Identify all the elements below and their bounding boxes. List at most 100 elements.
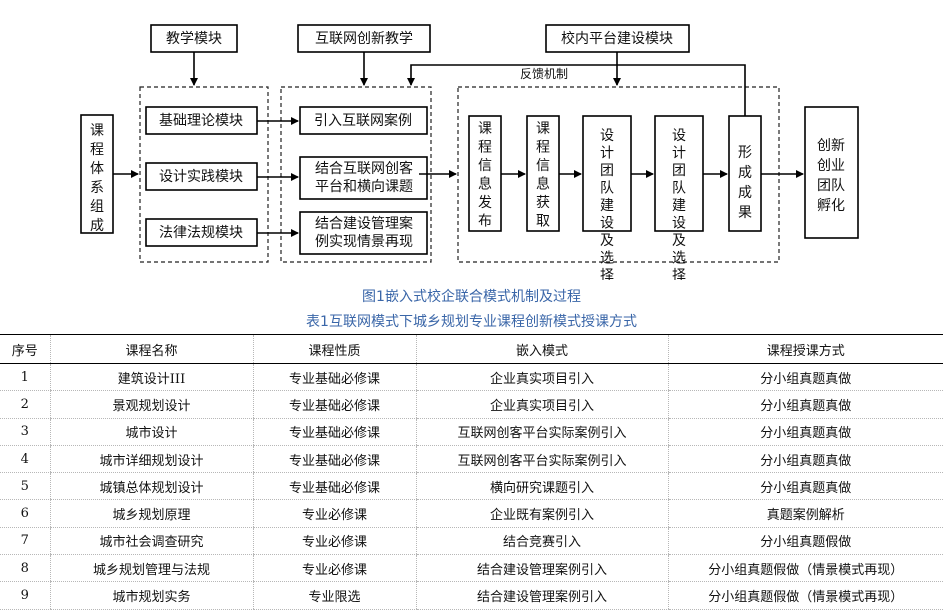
svg-text:信: 信 bbox=[478, 158, 492, 174]
innovation-teaching-group bbox=[280, 86, 432, 263]
cell-embedding-mode: 企业既有案例引入 bbox=[415, 499, 668, 528]
cell-embedding-mode: 企业真实项目引入 bbox=[415, 363, 668, 392]
svg-text:孵化: 孵化 bbox=[817, 198, 845, 214]
cell-embedding-mode: 互联网创客平台实际案例引入 bbox=[415, 418, 668, 446]
cell-index: 3 bbox=[0, 418, 50, 446]
cell-course-name: 建筑设计III bbox=[49, 363, 253, 392]
svg-text:设: 设 bbox=[672, 128, 686, 144]
svg-text:获: 获 bbox=[536, 195, 550, 211]
table-row: 2 景观规划设计 专业基础必修课 企业真实项目引入 分小组真题真做 bbox=[0, 390, 943, 419]
cell-teaching-method: 分小组真题真做 bbox=[667, 363, 943, 392]
cell-course-nature: 专业限选 bbox=[252, 581, 416, 610]
svg-text:选: 选 bbox=[672, 251, 686, 267]
svg-text:课: 课 bbox=[90, 123, 104, 139]
table-caption: 表1互联网模式下城乡规划专业课程创新模式授课方式 bbox=[306, 314, 637, 330]
cell-teaching-method: 分小组真题假做（情景模式再现） bbox=[667, 554, 943, 583]
cell-embedding-mode: 互联网创客平台实际案例引入 bbox=[415, 445, 668, 474]
design-team-selection-box-2 bbox=[654, 115, 704, 232]
cell-embedding-mode: 结合建设管理案例引入 bbox=[415, 554, 668, 583]
cell-course-name: 城市设计 bbox=[49, 418, 253, 446]
svg-text:形: 形 bbox=[738, 145, 752, 161]
svg-text:设: 设 bbox=[672, 216, 686, 232]
cell-course-nature: 专业基础必修课 bbox=[252, 390, 416, 419]
cell-course-name: 城市详细规划设计 bbox=[49, 445, 253, 474]
cell-index: 6 bbox=[0, 499, 50, 528]
cell-index: 2 bbox=[0, 390, 50, 419]
cell-teaching-method: 分小组真题真做 bbox=[667, 390, 943, 419]
svg-text:取: 取 bbox=[536, 214, 550, 230]
cell-index: 8 bbox=[0, 554, 50, 583]
svg-text:创新: 创新 bbox=[817, 138, 845, 154]
table-row: 7 城市社会调查研究 专业必修课 结合竞赛引入 分小组真题假做 bbox=[0, 527, 943, 556]
svg-text:程: 程 bbox=[90, 142, 104, 158]
figure-caption: 图1嵌入式校企联合模式机制及过程 bbox=[362, 289, 581, 305]
table-row: 3 城市设计 专业基础必修课 互联网创客平台实际案例引入 分小组真题真做 bbox=[0, 418, 943, 446]
cell-course-name: 城市社会调查研究 bbox=[49, 527, 253, 556]
cell-embedding-mode: 结合建设管理案例引入 bbox=[415, 581, 668, 610]
cell-index: 5 bbox=[0, 472, 50, 501]
design-practice-module-label: 设计实践模块 bbox=[159, 169, 243, 185]
svg-text:成: 成 bbox=[738, 185, 752, 201]
svg-text:信: 信 bbox=[536, 158, 550, 174]
cell-course-name: 城市规划实务 bbox=[49, 581, 253, 610]
teaching-module-label: 教学模块 bbox=[166, 31, 222, 47]
svg-text:团: 团 bbox=[600, 163, 614, 179]
svg-text:设: 设 bbox=[600, 128, 614, 144]
incubation-box bbox=[804, 106, 859, 239]
svg-text:结合建设管理案: 结合建设管理案 bbox=[315, 215, 413, 232]
design-practice-module-box bbox=[145, 162, 258, 191]
cell-course-nature: 专业基础必修课 bbox=[252, 472, 416, 501]
cell-course-name: 景观规划设计 bbox=[49, 390, 253, 419]
cell-course-nature: 专业基础必修课 bbox=[252, 363, 416, 392]
basic-theory-module-label: 基础理论模块 bbox=[159, 112, 243, 129]
svg-text:计: 计 bbox=[600, 146, 614, 162]
header-course-nature: 课程性质 bbox=[252, 334, 416, 364]
cell-teaching-method: 分小组真题真做 bbox=[667, 445, 943, 474]
cell-course-nature: 专业必修课 bbox=[252, 554, 416, 583]
svg-text:成: 成 bbox=[90, 218, 104, 234]
platform-module-label: 校内平台建设模块 bbox=[561, 30, 673, 47]
svg-text:课: 课 bbox=[478, 121, 492, 137]
svg-text:选: 选 bbox=[600, 251, 614, 267]
cell-index: 1 bbox=[0, 363, 50, 392]
table-row: 9 城市规划实务 专业限选 结合建设管理案例引入 分小组真题假做（情景模式再现） bbox=[0, 581, 943, 610]
header-index: 序号 bbox=[0, 334, 50, 364]
basic-theory-module-box bbox=[145, 106, 258, 135]
svg-text:结合互联网创客: 结合互联网创客 bbox=[315, 160, 413, 177]
course-table: 序号 课程名称 课程性质 嵌入模式 课程授课方式 1 建筑设计III 专业基础必… bbox=[0, 334, 943, 610]
cell-course-nature: 专业基础必修课 bbox=[252, 418, 416, 446]
svg-text:团: 团 bbox=[672, 163, 686, 179]
svg-text:建: 建 bbox=[600, 198, 614, 214]
svg-text:程: 程 bbox=[536, 140, 550, 156]
header-teaching-method: 课程授课方式 bbox=[667, 334, 943, 364]
svg-text:计: 计 bbox=[672, 146, 686, 162]
svg-text:建: 建 bbox=[672, 198, 686, 214]
table-row: 5 城镇总体规划设计 专业基础必修课 横向研究课题引入 分小组真题真做 bbox=[0, 472, 943, 501]
law-regulation-module-box bbox=[145, 218, 258, 247]
svg-text:程: 程 bbox=[478, 140, 492, 156]
cell-course-nature: 专业必修课 bbox=[252, 499, 416, 528]
svg-text:例实现情景再现: 例实现情景再现 bbox=[315, 234, 413, 250]
cell-teaching-method: 真题案例解析 bbox=[667, 499, 943, 528]
svg-text:队: 队 bbox=[600, 181, 614, 197]
cell-course-nature: 专业必修课 bbox=[252, 527, 416, 556]
maker-platform-box bbox=[299, 156, 428, 200]
header-embedding-mode: 嵌入模式 bbox=[415, 334, 668, 364]
svg-text:团队: 团队 bbox=[817, 178, 845, 194]
management-case-box bbox=[299, 211, 428, 255]
cell-teaching-method: 分小组真题假做（情景模式再现） bbox=[667, 581, 943, 610]
svg-text:平台和横向课题: 平台和横向课题 bbox=[315, 179, 413, 195]
feedback-label: 反馈机制 bbox=[520, 67, 568, 81]
svg-text:息: 息 bbox=[536, 176, 550, 193]
svg-text:布: 布 bbox=[478, 214, 492, 230]
cell-course-name: 城乡规划原理 bbox=[49, 499, 253, 528]
course-info-publish-box bbox=[468, 115, 502, 232]
